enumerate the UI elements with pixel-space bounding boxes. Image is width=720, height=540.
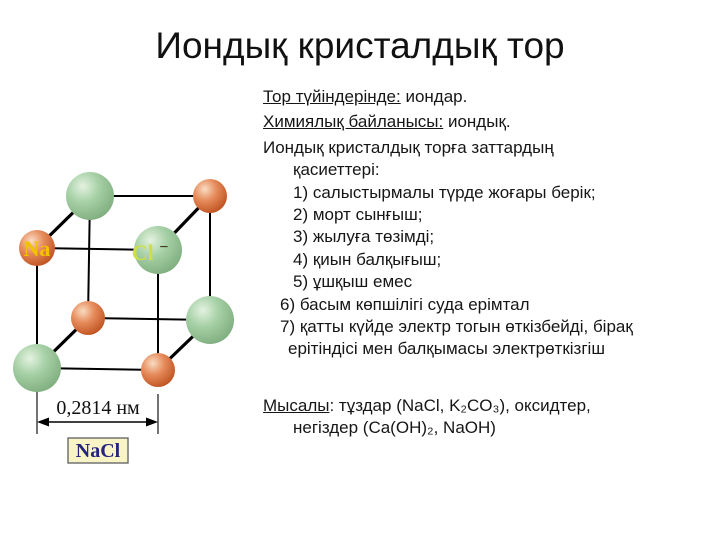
dimension-extension-lines [36,392,159,434]
slide-body: Тор түйіндерінде: иондар. Химиялық байла… [263,86,715,440]
property-item-4: 4) қиын балқығыш; [293,249,442,269]
cl-symbol: Cl [132,240,154,265]
examples-salts: : тұздар (NaCl, K₂CO₃), оксидтер, [329,395,591,415]
examples-label: Мысалы [263,395,330,415]
nacl-lattice-diagram: Na Cl − 0,2814 нм NaCl [0,150,240,480]
properties-section: Иондық кристалдық торға заттардың қасиет… [263,137,715,361]
sodium-sphere-back-top-right [193,179,227,213]
dimension-arrow [37,417,158,427]
examples-line2: негіздер (Ca(OH)₂, NaOH) [293,418,496,438]
examples-line1: Мысалы: тұздар (NaCl, K₂CO₃), оксидтер, [263,395,715,417]
property-item-1: 1) салыстырмалы түрде жоғары берік; [293,182,596,202]
property-item-6: 6) басым көпшілігі суда ерімтал [280,294,530,314]
examples-section: Мысалы: тұздар (NaCl, K₂CO₃), оксидтер, … [263,395,715,440]
lattice-nodes-label: Тор түйіндерінде: [263,87,401,106]
sodium-sphere-front-top-left [19,230,55,266]
chemical-bond-value: иондық. [443,112,511,132]
properties-intro-line1: Иондық кристалдық торға заттардың [263,137,554,157]
lattice-edges [35,194,212,372]
property-item-2: 2) морт сынғыш; [293,205,423,225]
property-item-7-line1: 7) қатты күйде электр тогын өткізбейді, … [280,317,633,337]
na-ion-label: Na [24,236,51,261]
property-item-3: 3) жылуға төзімді; [293,227,435,247]
property-item-5: 5) ұшқыш емес [293,272,413,292]
chloride-sphere-front-top-right [134,226,182,274]
chloride-sphere-front-bottom-left [13,344,61,392]
properties-intro-line2: қасиеттері: [293,160,380,180]
sodium-sphere-front-bottom-right [141,353,175,387]
nacl-caption-box [67,437,129,464]
cl-charge-sign: − [159,239,168,256]
ion-spheres [13,172,234,392]
lattice-nodes-value: иондар. [400,87,468,106]
slide-title: Иондық кристалдық тор [155,25,565,66]
lattice-svg: Na Cl − 0,2814 нм NaCl [13,172,234,464]
cl-ion-label: Cl − [132,239,169,265]
lattice-nodes-line: Тор түйіндерінде: иондар. [263,86,715,108]
sodium-sphere-back-bottom-left [71,301,105,335]
chemical-bond-label: Химиялық байланысы: [263,112,444,132]
chloride-sphere-back-bottom-right [186,296,234,344]
chloride-sphere-back-top-left [66,172,114,220]
property-item-7-line2: ерітіндісі мен балқымасы электрөткізгіш [288,339,605,359]
dimension-label: 0,2814 нм [56,397,140,419]
chemical-bond-line: Химиялық байланысы: иондық. [263,111,715,133]
nacl-caption-text: NaCl [76,440,121,462]
